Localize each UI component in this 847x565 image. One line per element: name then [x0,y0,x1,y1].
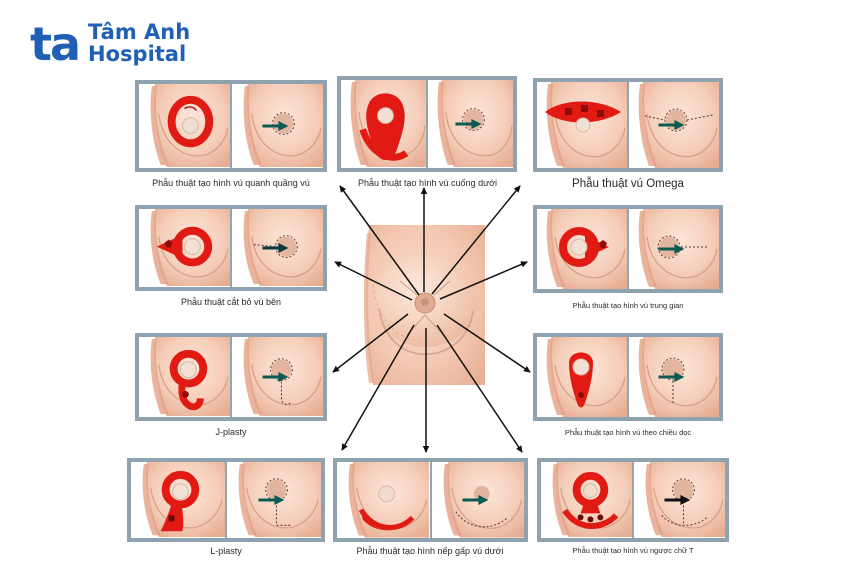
logo-line-1: Tâm Anh [88,20,191,44]
panel-inferior-pedicle-after [428,80,513,168]
panel-inframammary-fold[interactable] [333,458,528,542]
panel-inverted-t-before [541,462,632,538]
panel-inferior-pedicle[interactable] [337,76,517,172]
caption-inverted-t: Phẫu thuật tạo hình vú ngược chữ T [572,546,694,555]
panel-vertical-after [629,337,719,417]
panel-omega[interactable] [533,78,723,172]
panel-intermediate-before [537,209,627,289]
caption-l-plasty: L-plasty [210,546,242,556]
panel-periareolar-before [139,84,230,168]
logo-wordmark: Tâm Anh Hospital [88,20,191,66]
panel-l-plasty-after [227,462,321,538]
panel-l-plasty[interactable] [127,458,325,542]
panel-inframammary-fold-after [431,462,524,538]
panel-inferior-pedicle-before [341,80,426,168]
panel-omega-before [537,82,627,168]
panel-j-plasty-after [232,337,323,417]
panel-lateral-mastectomy-after [232,209,323,287]
caption-periareolar: Phẫu thuật tạo hình vú quanh quầng vú [152,178,310,188]
caption-inferior-pedicle: Phẫu thuật tạo hình vú cuống dưới [357,178,498,188]
panel-lateral-mastectomy[interactable] [135,205,327,291]
panel-j-plasty-before [139,337,230,417]
caption-intermediate: Phẫu thuật tạo hình vú trung gian [572,301,684,310]
panel-lateral-mastectomy-before [139,209,230,287]
panel-inverted-t-after [634,462,725,538]
caption-inframammary-fold: Phẫu thuật tạo hình nếp gấp vú dưới [356,546,504,556]
panel-periareolar-after [232,84,323,168]
logo-mark: ta [30,16,81,71]
caption-vertical: Phẫu thuật tạo hình vú theo chiều dọc [564,428,692,437]
panel-inframammary-fold-before [337,462,430,538]
panel-omega-after [629,82,719,168]
panel-periareolar[interactable] [135,80,327,172]
panel-l-plasty-before [131,462,225,538]
panel-vertical[interactable] [533,333,723,421]
panel-inverted-t[interactable] [537,458,729,542]
panel-j-plasty[interactable] [135,333,327,421]
logo-line-2: Hospital [88,41,187,66]
panel-intermediate-after [629,209,719,289]
caption-j-plasty: J-plasty [215,427,247,437]
caption-omega: Phẫu thuật vú Omega [572,178,684,190]
hospital-logo: ta Tâm Anh Hospital [30,16,191,71]
panel-intermediate[interactable] [533,205,723,293]
panel-vertical-before [537,337,627,417]
caption-lateral-mastectomy: Phẫu thuật cắt bỏ vú bên [180,297,282,307]
